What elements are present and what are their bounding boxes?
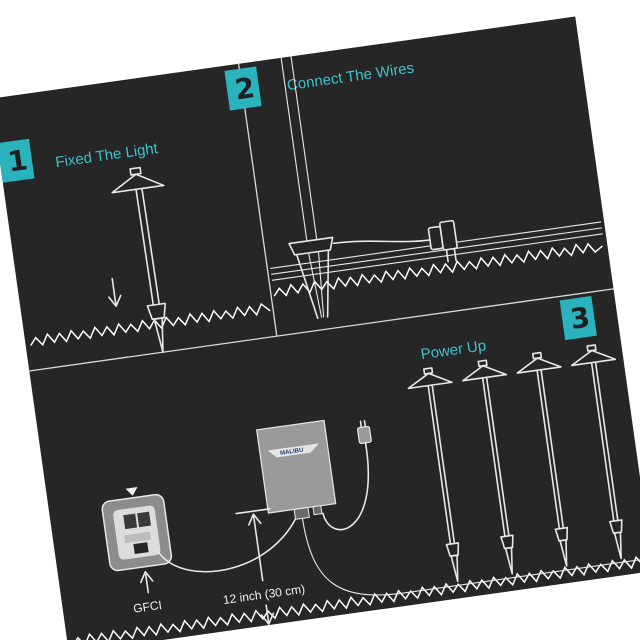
path-light-4	[570, 344, 623, 560]
triangle-down-icon	[125, 487, 138, 496]
step-2-badge	[224, 66, 262, 111]
wire-connector-icon	[332, 219, 458, 263]
step-3-panel: 3 Power Up GFCI	[72, 296, 640, 640]
transformer-box: MALIBU	[255, 419, 337, 520]
path-light-2	[462, 359, 514, 575]
up-arrow-icon	[139, 570, 154, 594]
step-3-badge	[559, 296, 597, 341]
path-light-3	[516, 351, 569, 567]
divider-horizontal	[29, 288, 614, 372]
transformer-brand: MALIBU	[280, 448, 304, 457]
path-light-1	[407, 367, 460, 583]
path-light-step-1	[111, 166, 166, 353]
step-3-number: 3	[568, 301, 592, 336]
power-cord	[158, 503, 303, 573]
gfci-outlet	[101, 487, 173, 572]
ground-line-step-1	[30, 302, 271, 347]
main-line-cable	[301, 518, 640, 596]
gfci-label: GFCI	[132, 598, 162, 616]
distance-marker	[235, 508, 275, 625]
step-2-number: 2	[233, 71, 257, 106]
step-1-badge	[0, 138, 35, 183]
light-stake-closeup	[280, 56, 334, 320]
down-arrow-icon	[107, 277, 122, 308]
low-voltage-cable	[322, 442, 370, 531]
divider-vertical	[237, 63, 278, 337]
step-1-number: 1	[6, 143, 30, 178]
